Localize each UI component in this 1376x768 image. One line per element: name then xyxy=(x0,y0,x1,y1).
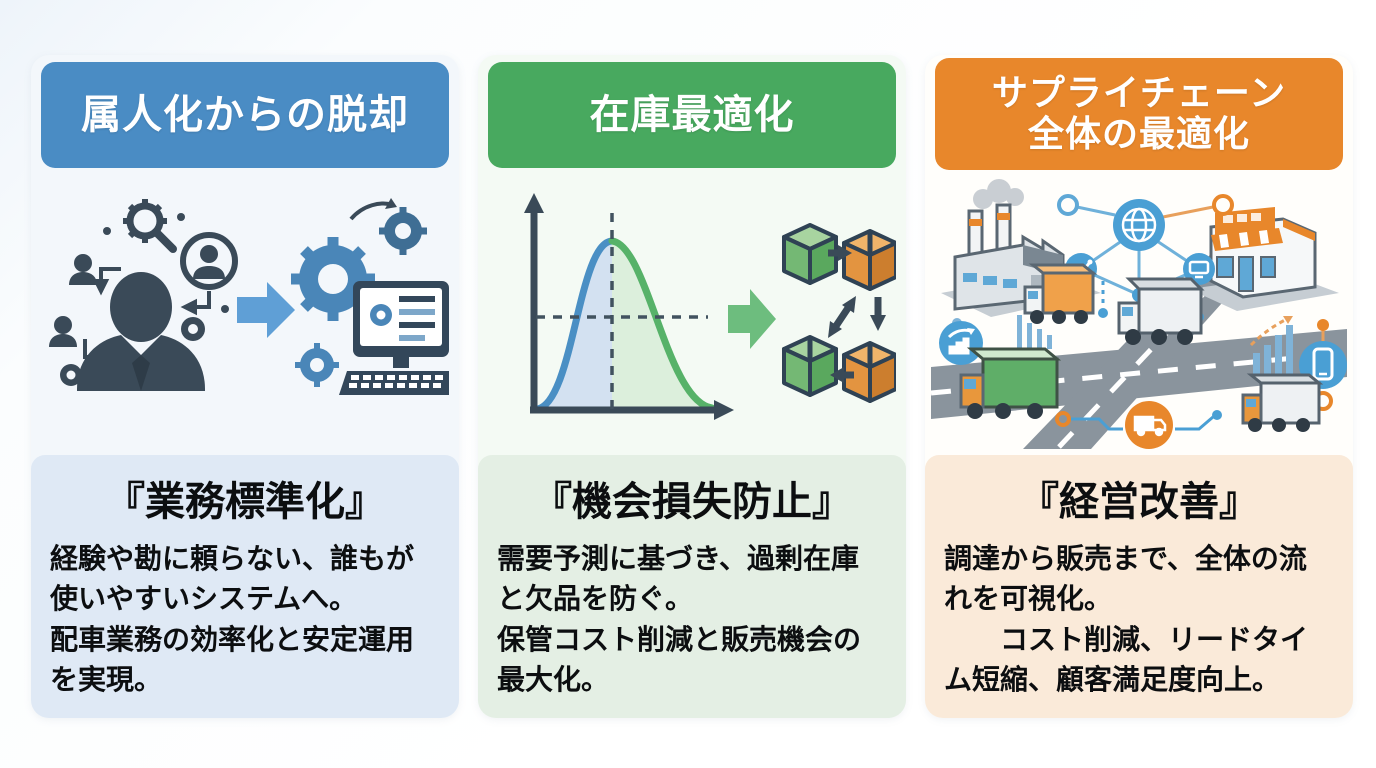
avatar-circle-icon xyxy=(180,232,238,290)
green-truck-icon xyxy=(959,347,1062,419)
column-header-supply-chain: サプライチェーン 全体の最適化 xyxy=(935,58,1343,170)
green-box-icon-2 xyxy=(782,335,838,397)
dashed-guide-lines-icon xyxy=(536,213,708,409)
person-icon xyxy=(49,254,97,347)
keyboard-icon xyxy=(339,371,449,395)
connector-arrows-icon xyxy=(83,267,211,359)
illustration-forecast-to-stock xyxy=(482,173,902,453)
summary-panel-inventory: 『機会損失防止』 需要予測に基づき、過剰在庫と欠品を防ぐ。 保管コスト削減と販売… xyxy=(478,455,906,718)
computer-monitor-icon xyxy=(353,281,449,368)
orange-truck-icon xyxy=(1023,263,1098,324)
bar-chart-icon xyxy=(1017,315,1052,349)
column-card-supply-chain: サプライチェーン 全体の最適化 xyxy=(925,55,1353,718)
column-header-standardization: 属人化からの脱却 xyxy=(41,62,449,168)
orange-box-icon xyxy=(842,229,896,291)
smoke-icon xyxy=(973,179,1024,209)
supply-chain-graphic xyxy=(931,179,1347,449)
summary-panel-supply-chain: 『経営改善』 調達から販売まで、全体の流れを可視化。 コスト削減、リードタイム短… xyxy=(925,455,1353,718)
monitor-node-icon xyxy=(1183,253,1215,285)
gear-magnifier-icon xyxy=(123,199,177,253)
blue-right-arrow-icon xyxy=(237,282,295,338)
panel-body: 需要予測に基づき、過剰在庫と欠品を防ぐ。 保管コスト削減と販売機会の最大化。 xyxy=(497,542,862,696)
person-to-system-graphic xyxy=(49,198,449,395)
store-icon xyxy=(1189,207,1339,311)
white-truck-right-icon xyxy=(1241,373,1324,432)
gear-icon xyxy=(60,213,229,386)
white-truck-icon xyxy=(1117,277,1205,345)
green-box-icon xyxy=(782,223,838,285)
illustration-person-to-system xyxy=(35,173,455,453)
flow-arrows-icon xyxy=(828,245,886,383)
summary-panel-standardization: 『業務標準化』 経験や勘に頼らない、誰もが使いやすいシステムへ。 配車業務の効率… xyxy=(31,455,459,718)
panel-body: 調達から販売まで、全体の流れを可視化。 コスト削減、リードタイム短縮、顧客満足度… xyxy=(944,542,1309,696)
green-right-arrow-icon xyxy=(728,289,776,349)
panel-title: 『経営改善』 xyxy=(1019,479,1259,525)
forecast-to-stock-graphic xyxy=(524,193,896,420)
axis-icon xyxy=(524,193,734,420)
column-header-inventory: 在庫最適化 xyxy=(488,62,896,168)
column-card-standardization: 属人化からの脱却 xyxy=(31,55,459,718)
panel-title: 『機会損失防止』 xyxy=(532,479,852,525)
column-card-inventory: 在庫最適化 xyxy=(478,55,906,718)
sales-bar-chart-icon xyxy=(1249,316,1293,377)
businessman-silhouette-icon xyxy=(77,272,205,391)
bell-curve-chart-icon xyxy=(534,237,716,413)
orange-box-icon-2 xyxy=(842,341,896,403)
panel-title: 『業務標準化』 xyxy=(105,479,385,525)
panel-body: 経験や勘に頼らない、誰もが使いやすいシステムへ。 配車業務の効率化と安定運用を実… xyxy=(50,542,415,696)
illustration-supply-chain xyxy=(929,173,1349,453)
delivery-truck-node-icon xyxy=(1055,401,1222,449)
growth-chart-icon xyxy=(939,318,983,365)
